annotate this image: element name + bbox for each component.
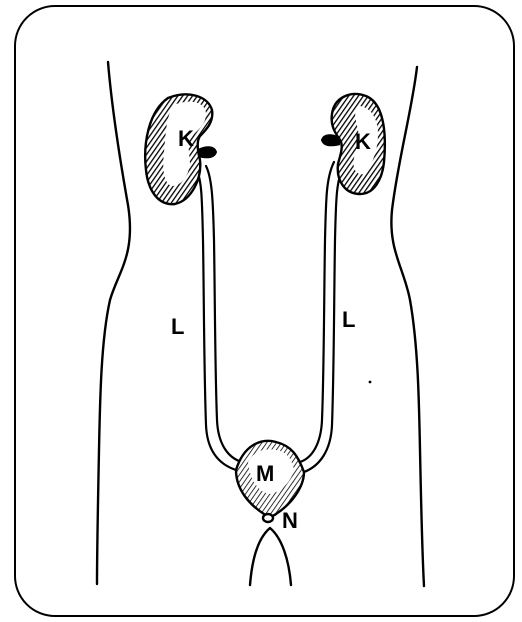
label-kidney-left: K	[178, 126, 194, 151]
label-kidney-right: K	[355, 129, 371, 154]
label-bladder: M	[256, 461, 274, 486]
figure-frame	[15, 6, 514, 616]
label-ureter-left: L	[171, 314, 184, 339]
stray-dot	[369, 381, 372, 384]
kidney-left-hilum	[198, 147, 216, 157]
urethra	[263, 514, 273, 522]
label-ureter-right: L	[342, 307, 355, 332]
kidney-right-hilum	[322, 135, 340, 145]
label-urethra: N	[282, 508, 298, 533]
